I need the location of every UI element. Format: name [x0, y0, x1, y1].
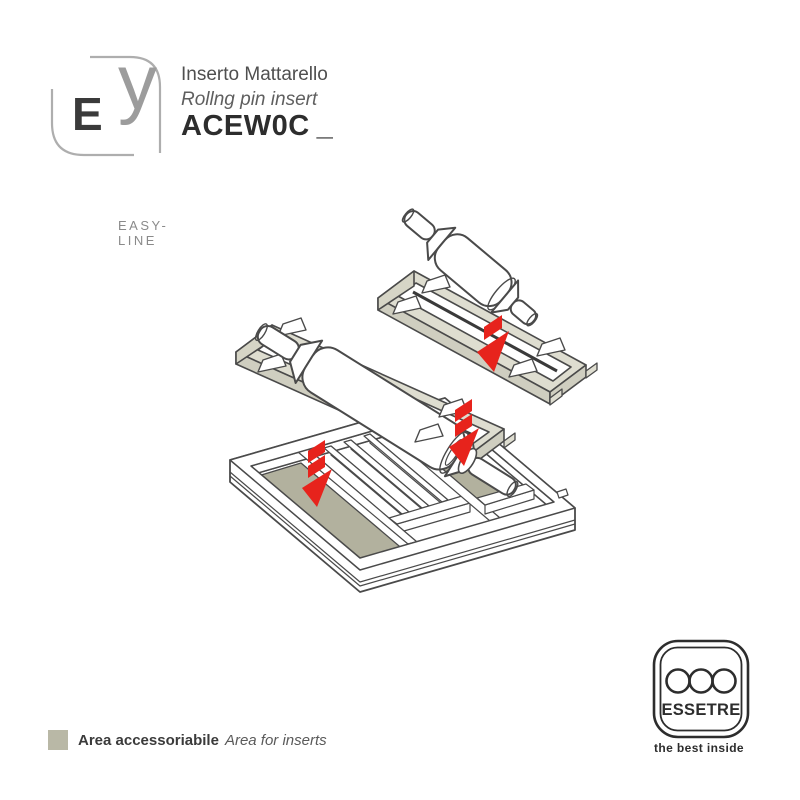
essetre-logo: ESSETRE: [652, 639, 750, 739]
product-code: ACEW0C_: [181, 110, 333, 143]
logo-circle-2: [688, 668, 714, 694]
logo-subtitle: EASY-LINE: [118, 218, 169, 248]
logo-letter-e: E: [72, 88, 103, 140]
product-code-suffix: _: [316, 110, 334, 142]
rolling-pin-loose: [401, 208, 539, 327]
product-code-text: ACEW0C: [181, 110, 310, 142]
rim-notch: [556, 488, 569, 499]
essetre-wordmark: ESSETRE: [661, 701, 740, 719]
arrow-pin-into-module: [477, 315, 509, 372]
legend: Area accessoriabile Area for inserts: [48, 730, 327, 750]
logo-circle-3: [711, 668, 737, 694]
logo-frame-arcs-icon: [50, 55, 162, 157]
essetre-tagline: the best inside: [653, 741, 745, 755]
legend-label-italian: Area accessoriabile: [78, 731, 219, 749]
brand-logo: E y EASY-LINE: [46, 38, 176, 248]
logo-circle-1: [665, 668, 691, 694]
legend-label-english: Area for inserts: [224, 731, 327, 749]
product-title-italian: Inserto Mattarello: [181, 64, 328, 85]
rolling-pin-module-right: [377, 270, 598, 406]
insert-area-swatch: [48, 730, 68, 750]
logo-letter-y: y: [118, 38, 157, 126]
arrow-module-into-left-area: [302, 440, 332, 507]
product-title-english: Rollng pin insert: [181, 89, 318, 110]
arrow-module-into-right-area: [449, 399, 479, 466]
insertion-arrows: [302, 315, 509, 507]
